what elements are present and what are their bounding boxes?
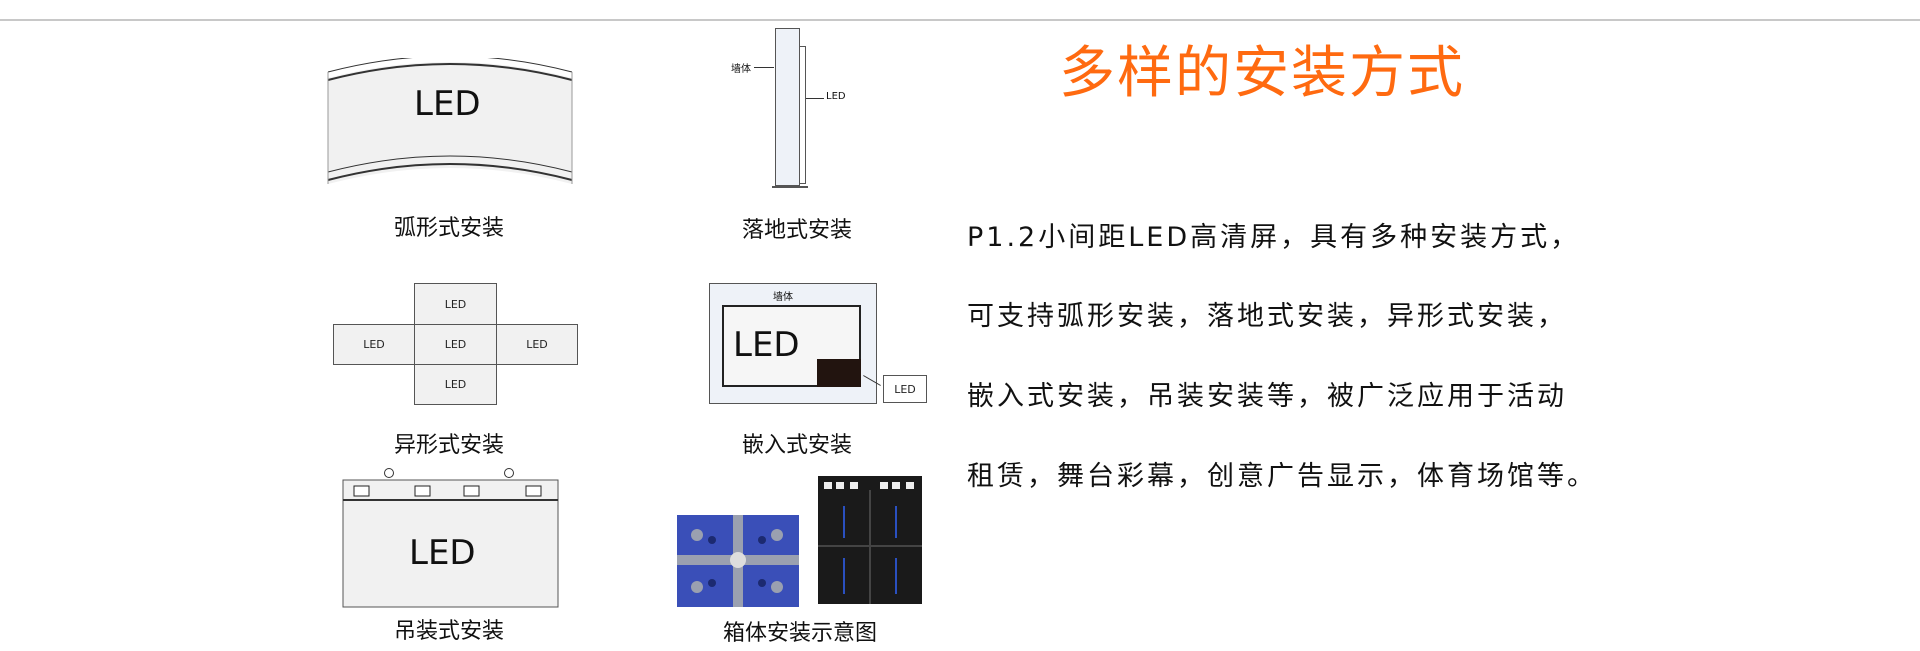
hanging-led-text: LED (409, 533, 476, 573)
cabinet-back-image (818, 476, 922, 604)
shaped-panel-bottom: LED (414, 364, 497, 405)
top-divider (0, 19, 1920, 21)
floor-led-panel (800, 46, 806, 184)
floor-wall (775, 28, 800, 186)
cabinet-caption: 箱体安装示意图 (722, 621, 878, 646)
description-line-2: 可支持弧形安装，落地式安装，异形式安装， (967, 301, 1567, 332)
description-line-4: 租赁，舞台彩幕，创意广告显示，体育场馆等。 (967, 461, 1597, 492)
shaped-panel-top: LED (414, 283, 497, 325)
cabinet-front-image (677, 515, 799, 607)
arc-led-text: LED (414, 84, 481, 124)
description-line-3: 嵌入式安装，吊装安装等，被广泛应用于活动 (967, 381, 1567, 412)
shaped-panel-center: LED (414, 324, 497, 365)
embedded-caption: 嵌入式安装 (741, 433, 853, 458)
description-line-1: P1.2小间距LED高清屏，具有多种安装方式， (967, 222, 1581, 253)
embedded-wall-label: 墙体 (773, 292, 793, 303)
floor-base (772, 186, 808, 188)
floor-wall-label: 墙体 (731, 64, 751, 75)
embedded-led-text: LED (733, 325, 800, 365)
shaped-caption: 异形式安装 (393, 433, 505, 458)
floor-led-pointer (806, 98, 824, 99)
arc-caption: 弧形式安装 (393, 216, 505, 241)
floor-caption: 落地式安装 (741, 218, 853, 243)
floor-wall-pointer (754, 67, 774, 68)
shaped-panel-left: LED (333, 324, 415, 365)
embedded-led-callout: LED (883, 375, 927, 403)
floor-led-label: LED (826, 91, 846, 102)
shaped-panel-right: LED (496, 324, 578, 365)
embedded-cutaway (817, 359, 861, 387)
page-title: 多样的安装方式 (1059, 41, 1465, 106)
hanging-led-diagram (342, 468, 559, 608)
arc-led-diagram (327, 58, 573, 184)
hanging-caption: 吊装式安装 (393, 619, 505, 644)
